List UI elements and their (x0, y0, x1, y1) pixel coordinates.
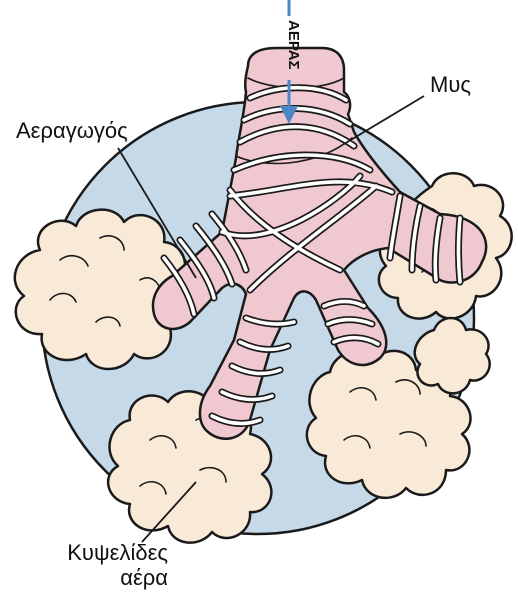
label-muscle: Μυς (430, 72, 471, 97)
leader-line-muscle (344, 96, 424, 144)
label-alveoli: Κυψελίδες αέρα (67, 540, 168, 591)
label-airway: Αεραγωγός (16, 118, 128, 143)
label-alveoli-line2: αέρα (67, 565, 168, 590)
air-label: ΑΕΡΑΣ (285, 20, 302, 70)
label-alveoli-line1: Κυψελίδες (67, 540, 168, 565)
